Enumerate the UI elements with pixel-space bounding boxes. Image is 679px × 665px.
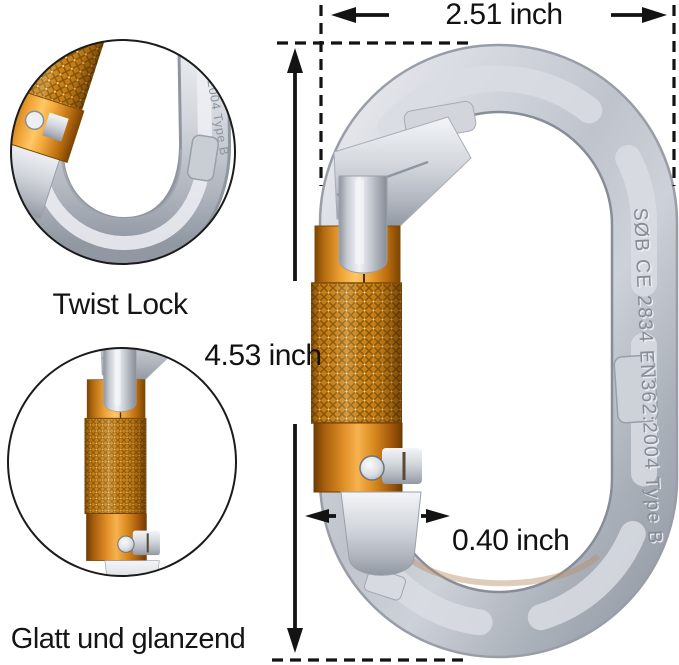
width-dimension-label: 2.51 inch (445, 0, 562, 31)
dimension-annotations: 2.51 inch 4.53 inch 0.40 inch (204, 0, 676, 662)
width-dimension: 2.51 inch (331, 0, 667, 31)
rivet-pin (24, 110, 45, 131)
main-carabiner: SØB CE 2834 EN362:2004 Type B SØB CE 283… (309, 40, 679, 662)
inset1-circle-border (10, 39, 236, 265)
inset2-circle-border (7, 347, 237, 577)
height-dimension: 4.53 inch (204, 48, 322, 653)
inset-surface (7, 347, 237, 577)
width-arrow-right-icon (642, 7, 667, 23)
hook-curve (12, 40, 231, 264)
gate-arrow-left-icon (305, 509, 329, 523)
gate-arrow-right-icon (426, 509, 450, 523)
height-arrow-up-icon (287, 48, 303, 73)
gate-dimension-label: 0.40 inch (452, 524, 569, 557)
height-arrow-down-icon (287, 628, 303, 653)
surface-caption: Glatt und glanzend (11, 623, 245, 655)
inset-twist-lock: 62:2004 Type B (10, 39, 236, 265)
gate-width-dimension: 0.40 inch (305, 509, 570, 557)
milled-recess-right (613, 354, 659, 424)
twist-lock-caption: Twist Lock (52, 288, 189, 321)
width-arrow-left-icon (331, 7, 356, 23)
height-dimension-label: 4.53 inch (204, 339, 321, 372)
